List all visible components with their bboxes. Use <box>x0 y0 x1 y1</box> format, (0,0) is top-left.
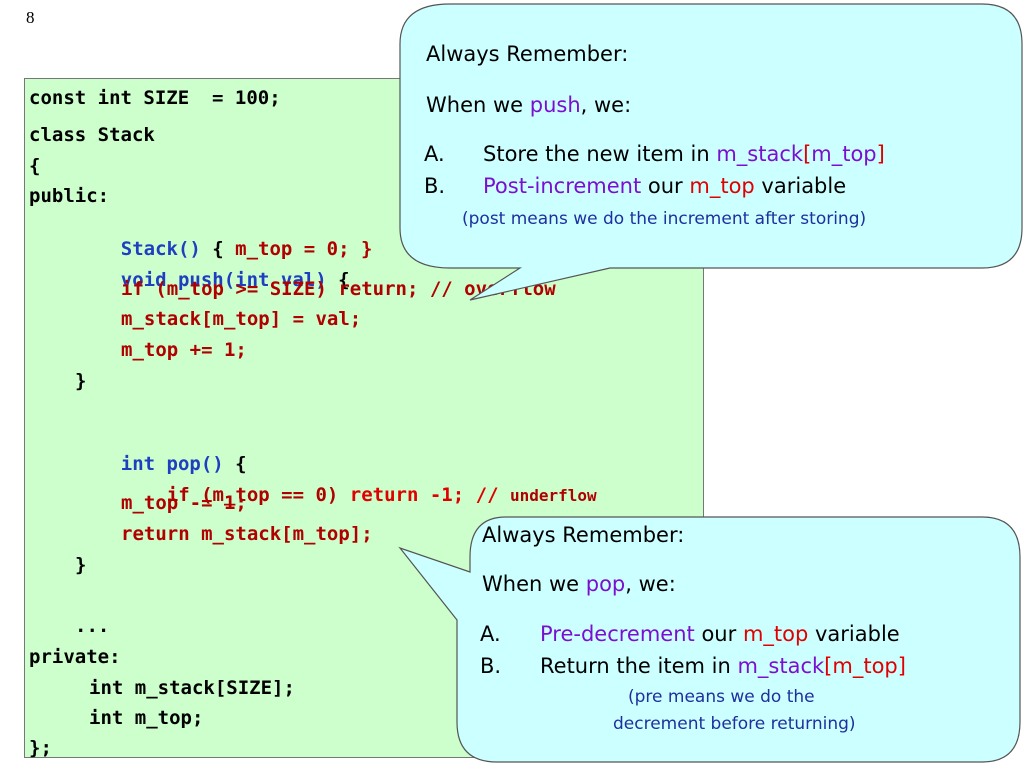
pop-signature: int pop() <box>120 453 224 475</box>
code-line-pop-underflow: if (m_top == 0) return -1; // underflow <box>121 462 597 529</box>
code-line-push-increment: m_top += 1; <box>121 339 247 361</box>
push-callout-shape <box>399 3 1023 301</box>
constructor-signature: Stack() <box>120 238 201 260</box>
push-step-a: Store the new item in m_stack[m_top] <box>483 142 885 166</box>
pop-step-b: Return the item in m_stack[m_top] <box>540 654 906 678</box>
code-line-pop-close: } <box>75 554 87 576</box>
push-step-b-marker: B. <box>424 174 446 198</box>
code-line-push-close: } <box>75 370 87 392</box>
push-open-brace: { <box>326 269 350 291</box>
pop-bubble-intro: When we pop, we: <box>482 572 676 596</box>
pop-step-b-marker: B. <box>480 654 502 678</box>
code-line-top-member: int m_top; <box>89 707 204 729</box>
code-line-const: const int SIZE = 100; <box>29 87 281 109</box>
code-line-pop-return: return m_stack[m_top]; <box>121 523 373 545</box>
push-step-b: Post-increment our m_top variable <box>483 174 847 198</box>
slide-number: 8 <box>26 8 35 27</box>
code-line-push-store: m_stack[m_top] = val; <box>121 308 362 330</box>
code-line-class: class Stack <box>29 124 155 146</box>
pop-callout-shape <box>398 516 1021 763</box>
constructor-brace: { <box>200 238 236 260</box>
pop-step-a-marker: A. <box>480 622 501 646</box>
push-keyword: push <box>529 93 581 117</box>
pop-underflow-return: return -1; // <box>349 484 510 506</box>
push-bubble-title: Always Remember: <box>426 42 629 66</box>
push-step-a-marker: A. <box>424 142 445 166</box>
code-line-ellipsis: ... <box>75 615 110 637</box>
push-bubble-intro: When we push, we: <box>426 93 632 117</box>
code-line-pop-signature: int pop() { <box>75 431 247 497</box>
code-line-public: public: <box>29 185 110 207</box>
code-line-push-signature: void push(int val) { <box>75 247 350 313</box>
code-line-pop-decrement: m_top -= 1; <box>121 492 247 514</box>
pop-note-line1: (pre means we do the <box>628 687 815 707</box>
pop-underflow-comment: underflow <box>509 486 597 505</box>
pop-note-line2: decrement before returning) <box>613 714 856 734</box>
pop-step-a: Pre-decrement our m_top variable <box>540 622 900 646</box>
pop-underflow-check: if (m_top == 0) <box>166 484 350 506</box>
pop-bubble-title: Always Remember: <box>482 523 685 547</box>
code-line-stack-array: int m_stack[SIZE]; <box>89 677 295 699</box>
constructor-body: m_top = 0; } <box>235 238 373 260</box>
push-signature: void push(int val) <box>120 269 327 291</box>
code-line-constructor: Stack() { m_top = 0; } <box>75 216 373 282</box>
code-line-private: private: <box>29 646 121 668</box>
code-line-open-brace: { <box>29 155 41 177</box>
pop-keyword: pop <box>585 572 626 596</box>
push-note: (post means we do the increment after st… <box>462 209 867 229</box>
code-line-close-class: }; <box>29 737 52 759</box>
pop-open-brace: { <box>223 453 247 475</box>
